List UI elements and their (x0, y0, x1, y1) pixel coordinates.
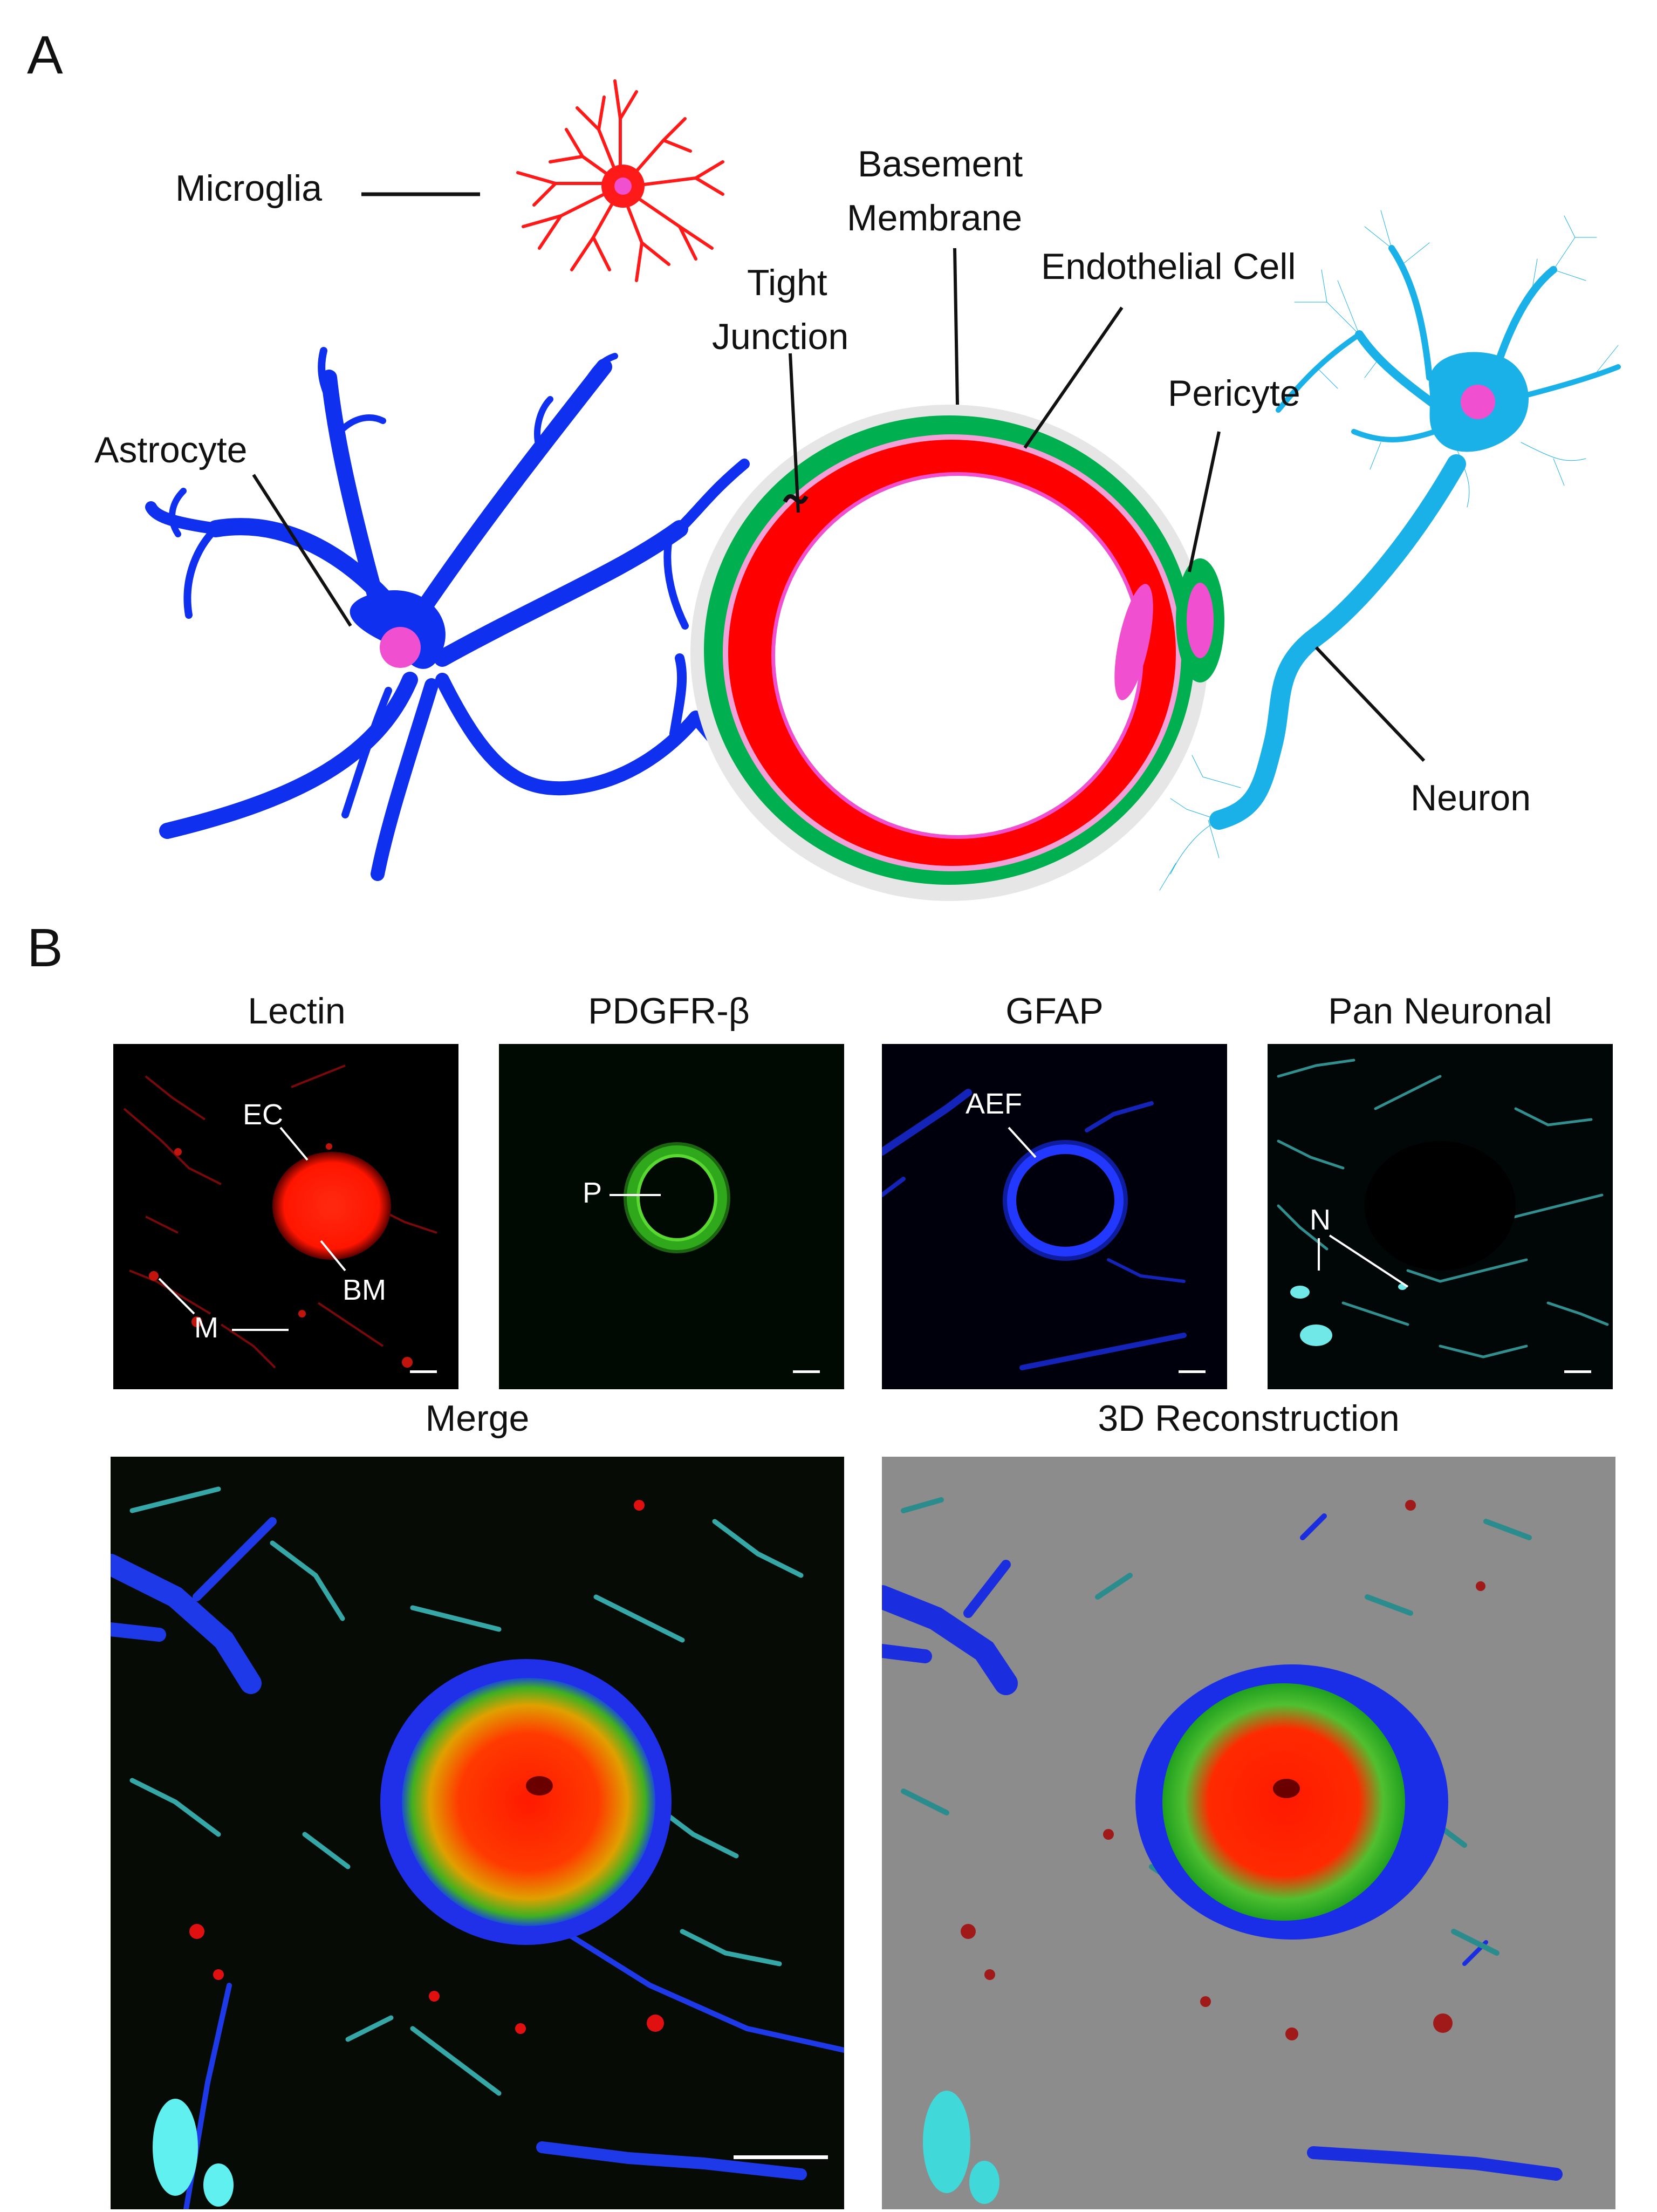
annot-bm: BM (343, 1274, 386, 1306)
panel-a-diagram (145, 79, 1621, 901)
gfap-scalebar (1179, 1370, 1206, 1373)
astrocyte-nucleus (380, 627, 421, 668)
pan-neuronal-annot-lines (1318, 1234, 1409, 1288)
annot-n: N (1310, 1204, 1331, 1236)
label-tight-1: Tight (747, 262, 827, 303)
label-endothelial: Endothelial Cell (1041, 246, 1296, 287)
title-lectin: Lectin (248, 991, 346, 1032)
microglia-cell (516, 79, 724, 282)
merge-scalebar (734, 2155, 828, 2159)
astrocyte-pointer-line (252, 474, 352, 627)
pan-neuronal-scalebar (1564, 1370, 1591, 1373)
pericyte-pointer-line (1188, 431, 1221, 572)
lectin-annot-lines (158, 1127, 346, 1331)
neuron-pointer-line (1314, 646, 1426, 762)
merge-image (111, 1457, 844, 2209)
title-merge: Merge (425, 1398, 530, 1439)
label-neuron: Neuron (1410, 777, 1531, 818)
annot-p: P (583, 1177, 602, 1209)
basement-membrane-pointer-line (953, 248, 959, 405)
title-gfap: GFAP (1005, 991, 1104, 1032)
tight-junction-pointer-line (789, 353, 800, 513)
label-basement-1: Basement (858, 144, 1023, 185)
neuron-nucleus (1461, 385, 1495, 419)
endothelial-nucleus (1114, 584, 1153, 700)
panel-a-letter: A (27, 25, 63, 85)
label-astrocyte: Astrocyte (94, 429, 248, 470)
annot-aef: AEF (966, 1088, 1023, 1120)
endothelial-pointer-line (1023, 306, 1124, 449)
label-tight-2: Junction (712, 316, 849, 357)
pdgfrb-annot-line (610, 1194, 661, 1196)
label-pericyte: Pericyte (1168, 373, 1300, 414)
title-pdgfrb: PDGFR-β (588, 991, 750, 1032)
annot-m: M (194, 1312, 218, 1344)
gfap-annot-line (1008, 1127, 1037, 1158)
lectin-scalebar (410, 1370, 437, 1373)
neuron-cell (1159, 210, 1621, 891)
label-microglia: Microglia (175, 168, 323, 209)
vessel-lumen (775, 476, 1140, 835)
pericyte-nucleus (1187, 583, 1214, 658)
gfap-image (882, 1044, 1227, 1389)
pdgfrb-scalebar (793, 1370, 820, 1373)
tight-junction-mark (783, 494, 809, 504)
lectin-image (113, 1044, 458, 1389)
microglia-nucleus (614, 177, 632, 195)
pdgfrb-image (499, 1044, 844, 1389)
panel-b-letter: B (27, 918, 63, 978)
label-basement-2: Membrane (847, 197, 1023, 238)
title-3d-reconstruction: 3D Reconstruction (1098, 1398, 1400, 1439)
title-pan-neuronal: Pan Neuronal (1328, 991, 1552, 1032)
annot-ec: EC (243, 1098, 284, 1131)
reconstruction-image (882, 1457, 1615, 2209)
